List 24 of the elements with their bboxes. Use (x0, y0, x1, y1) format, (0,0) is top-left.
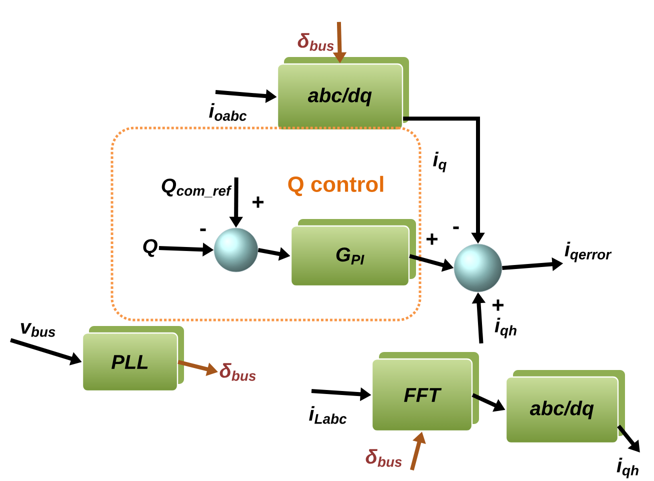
sign-label: - (200, 228, 206, 232)
process-box: G$_{PI}$ (290, 219, 416, 287)
sign-label: + (426, 234, 438, 245)
edge-label: i$_{q}$ (432, 150, 448, 174)
signal-label: δ$_{bus}$ (298, 33, 334, 51)
signal-label: Q (143, 239, 158, 257)
summing-junction (454, 244, 502, 292)
process-box: abc/dq (505, 370, 625, 444)
signal-label: Q$_{com_ref}$ (162, 178, 232, 198)
signal-label: i$_{qh}$ (494, 318, 516, 338)
signal-label: δ$_{bus}$ (220, 363, 256, 381)
sign-label: + (492, 300, 504, 311)
signal-label: i$_{qh}$ (616, 458, 638, 478)
sign-label: + (252, 196, 264, 208)
process-box: FFT (371, 352, 479, 432)
summing-junction (214, 228, 258, 272)
sign-label: - (453, 226, 459, 230)
signal-label: i$_{Labc}$ (309, 406, 347, 424)
signal-label: δ$_{bus}$ (366, 449, 402, 467)
signal-label: i$_{qerror}$ (564, 242, 612, 262)
signal-label: i$_{oabc}$ (209, 103, 247, 121)
signal-label: v$_{bus}$ (20, 323, 56, 337)
process-box: abc/dq (276, 57, 409, 131)
process-box: PLL (82, 326, 184, 392)
